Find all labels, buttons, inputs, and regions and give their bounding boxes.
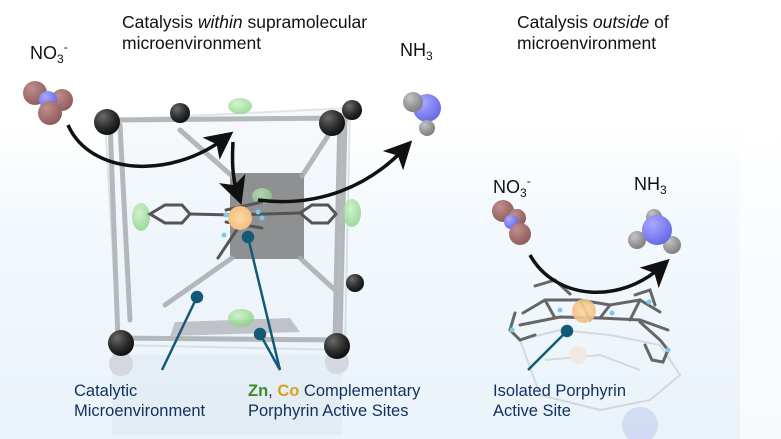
title-line2: microenvironment bbox=[517, 33, 657, 53]
title-text: supramolecular bbox=[242, 12, 368, 32]
ammonia-molecule-left bbox=[403, 92, 441, 136]
title-emphasis: within bbox=[197, 12, 243, 32]
zn-porphyrin-dome-top bbox=[228, 98, 252, 114]
ammonia-label-left: NH3 bbox=[400, 40, 433, 63]
supramolecular-cage bbox=[94, 98, 364, 435]
nitrate-label-left: NO3- bbox=[30, 40, 68, 66]
title-emphasis: outside bbox=[592, 12, 650, 32]
metal-node bbox=[94, 109, 120, 135]
arrow-into-cage bbox=[66, 124, 234, 169]
isolated-active-site bbox=[572, 299, 596, 323]
pointer-complementary-sites bbox=[241, 230, 282, 371]
co-active-site bbox=[228, 206, 252, 230]
nitrate-molecule-right bbox=[492, 200, 531, 245]
ammonia-molecule-right bbox=[628, 209, 681, 254]
title-text: Catalysis bbox=[517, 12, 593, 32]
zn-porphyrin-dome-bottom bbox=[228, 309, 254, 327]
arrow-to-active-site bbox=[218, 141, 246, 205]
formula-sub: 3 bbox=[57, 52, 64, 66]
caption-line1: Catalytic bbox=[74, 382, 138, 400]
caption-line1: Isolated Porphyrin bbox=[493, 382, 626, 400]
metal-node bbox=[319, 110, 345, 136]
zn-porphyrin-dome-left bbox=[132, 203, 150, 231]
co-label: Co bbox=[277, 382, 300, 400]
separator: , bbox=[268, 382, 278, 400]
metal-node bbox=[324, 333, 350, 359]
nitrate-label-right: NO3- bbox=[493, 174, 531, 200]
formula-base: NH bbox=[634, 174, 660, 194]
formula-sup: - bbox=[526, 174, 531, 188]
metal-node bbox=[342, 100, 362, 120]
caption-line2: Porphyrin Active Sites bbox=[248, 402, 409, 420]
metal-node bbox=[170, 103, 190, 123]
metal-node bbox=[346, 274, 364, 292]
arrow-conversion-right bbox=[528, 254, 670, 294]
caption-isolated-site: Isolated Porphyrin Active Site bbox=[493, 381, 626, 421]
left-panel-title: Catalysis within supramolecular microenv… bbox=[122, 12, 367, 54]
formula-base: NO bbox=[493, 177, 520, 197]
caption-line2: Active Site bbox=[493, 402, 571, 420]
title-line2: microenvironment bbox=[122, 33, 262, 53]
pointer-catalytic-microenvironment bbox=[160, 290, 204, 371]
title-text: Catalysis bbox=[122, 12, 198, 32]
formula-base: NO bbox=[30, 43, 57, 63]
formula-sup: - bbox=[63, 40, 68, 54]
formula-sub: 3 bbox=[426, 49, 433, 63]
caption-catalytic-microenvironment: Catalytic Microenvironment bbox=[74, 381, 205, 421]
nitrate-molecule-left bbox=[23, 81, 73, 125]
right-panel-title: Catalysis outside of microenvironment bbox=[517, 12, 669, 54]
arrow-out-of-cage bbox=[257, 140, 413, 204]
zn-label: Zn bbox=[248, 382, 269, 400]
zn-porphyrin-dome-right bbox=[343, 199, 361, 227]
formula-sub: 3 bbox=[520, 186, 527, 200]
caption-line2: Microenvironment bbox=[74, 402, 206, 420]
formula-sub: 3 bbox=[660, 183, 667, 197]
ammonia-label-right: NH3 bbox=[634, 174, 667, 197]
caption-complementary-sites: Zn, Co Complementary Porphyrin Active Si… bbox=[248, 381, 420, 421]
title-text: of bbox=[649, 12, 669, 32]
floor-edge bbox=[740, 120, 781, 439]
metal-node bbox=[108, 330, 134, 356]
formula-base: NH bbox=[400, 40, 426, 60]
pointer-isolated-site bbox=[527, 324, 574, 371]
caption-line1: Complementary bbox=[299, 382, 421, 400]
